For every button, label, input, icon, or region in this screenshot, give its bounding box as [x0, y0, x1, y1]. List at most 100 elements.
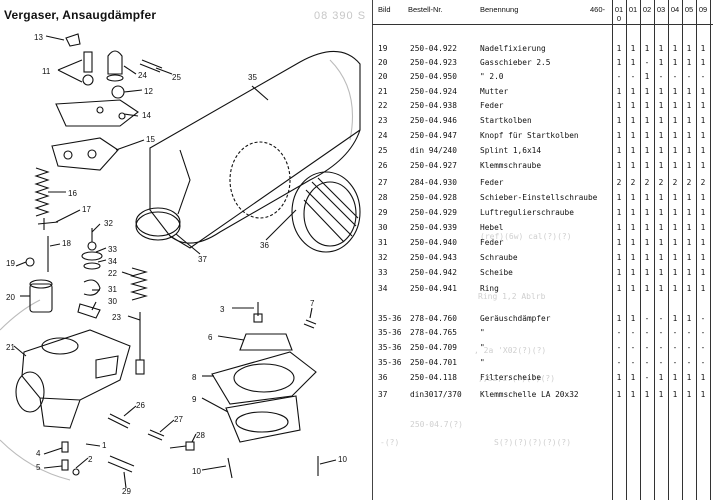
- cell-qty-2: 1: [644, 208, 650, 217]
- cell-qty-3: 1: [658, 101, 664, 110]
- cell-qty-3: 1: [658, 223, 664, 232]
- cell-bild: 28: [378, 193, 388, 202]
- cell-bild: 35-36: [378, 343, 402, 352]
- cell-benennung: Nadelfixierung: [480, 44, 546, 53]
- ghost-text-6: S(?)(?)(?)(?)(?): [494, 438, 572, 447]
- callout-31: 31: [108, 285, 117, 294]
- cell-bestell-nr: 250-04.923: [410, 58, 457, 67]
- cell-qty-5: 1: [686, 390, 692, 399]
- cell-qty-4: 1: [672, 58, 678, 67]
- callout-29: 29: [122, 487, 131, 496]
- cell-qty-2: 1: [644, 284, 650, 293]
- cell-bild: 31: [378, 238, 388, 247]
- cell-qty-4: 1: [672, 208, 678, 217]
- cell-bestell-nr: 250-04.946: [410, 116, 457, 125]
- cell-qty-6: -: [700, 358, 706, 367]
- cell-qty-1: 1: [630, 116, 636, 125]
- ghost-text-1: Ring 1,2 Ablrb: [478, 292, 546, 301]
- cell-qty-0: 1: [616, 253, 622, 262]
- cell-bestell-nr: 250-04.940: [410, 238, 457, 247]
- cell-bestell-nr: 250-04.943: [410, 253, 457, 262]
- cell-qty-0: 1: [616, 284, 622, 293]
- callout-32: 32: [104, 219, 113, 228]
- cell-bestell-nr: din3017/370: [410, 390, 462, 399]
- cell-qty-5: 1: [686, 131, 692, 140]
- header-type-6: 05: [684, 5, 694, 14]
- cell-qty-3: -: [658, 72, 664, 81]
- ghost-code: 08 390 S: [314, 10, 367, 22]
- cell-qty-1: 1: [630, 268, 636, 277]
- cell-qty-3: 1: [658, 116, 664, 125]
- cell-qty-5: 1: [686, 101, 692, 110]
- callout-18: 18: [62, 239, 71, 248]
- cell-qty-1: 1: [630, 131, 636, 140]
- callout-6: 6: [208, 333, 213, 342]
- cell-qty-4: 1: [672, 268, 678, 277]
- cell-bild: 30: [378, 223, 388, 232]
- cell-bestell-nr: 278-04.760: [410, 314, 457, 323]
- cell-benennung: Klemmschraube: [480, 161, 542, 170]
- cell-qty-1: -: [630, 343, 636, 352]
- cell-qty-2: 2: [644, 178, 650, 187]
- cell-benennung: ": [480, 358, 485, 367]
- cell-benennung: Schraube: [480, 253, 518, 262]
- cell-qty-4: 1: [672, 131, 678, 140]
- cell-benennung: Mutter: [480, 87, 509, 96]
- cell-qty-0: 1: [616, 314, 622, 323]
- cell-qty-1: 1: [630, 208, 636, 217]
- col-sep-4: [668, 0, 669, 500]
- cell-bild: 29: [378, 208, 388, 217]
- cell-bild: 25: [378, 146, 388, 155]
- cell-bestell-nr: 250-04.942: [410, 268, 457, 277]
- callout-10b: 10: [338, 455, 347, 464]
- cell-bestell-nr: 250-04.118: [410, 373, 457, 382]
- header-type-7: 09: [698, 5, 708, 14]
- cell-qty-3: 1: [658, 58, 664, 67]
- table-left-border: [372, 0, 373, 500]
- cell-benennung: Ring: [480, 284, 499, 293]
- cell-bestell-nr: 278-04.765: [410, 328, 457, 337]
- cell-qty-1: 1: [630, 87, 636, 96]
- cell-qty-0: -: [616, 343, 622, 352]
- cell-qty-5: 1: [686, 161, 692, 170]
- cell-qty-2: 1: [644, 101, 650, 110]
- callout-labels: 13 11 24 25 12 14 15 16 17 18 19 32 33 3…: [6, 33, 347, 496]
- cell-qty-2: 1: [644, 268, 650, 277]
- cell-qty-2: 1: [644, 161, 650, 170]
- cell-bestell-nr: 250-04.709: [410, 343, 457, 352]
- callout-17: 17: [82, 205, 91, 214]
- cell-qty-5: -: [686, 358, 692, 367]
- cell-qty-0: 1: [616, 116, 622, 125]
- cell-qty-4: 1: [672, 193, 678, 202]
- cell-bild: 35-36: [378, 328, 402, 337]
- cell-qty-1: 1: [630, 58, 636, 67]
- cell-qty-3: 1: [658, 373, 664, 382]
- cell-qty-4: 1: [672, 284, 678, 293]
- callout-8: 8: [192, 373, 197, 382]
- cell-qty-2: 1: [644, 146, 650, 155]
- callout-37: 37: [198, 255, 207, 264]
- col-sep-2: [640, 0, 641, 500]
- cell-qty-1: 1: [630, 238, 636, 247]
- cell-qty-1: 1: [630, 253, 636, 262]
- cell-qty-2: -: [644, 58, 650, 67]
- cell-qty-3: 1: [658, 284, 664, 293]
- cell-benennung: Luftregulierschraube: [480, 208, 574, 217]
- cell-qty-6: 1: [700, 161, 706, 170]
- cell-qty-5: 1: [686, 223, 692, 232]
- cell-qty-1: 1: [630, 284, 636, 293]
- cell-bild: 20: [378, 58, 388, 67]
- cell-qty-0: 1: [616, 208, 622, 217]
- cell-qty-4: -: [672, 72, 678, 81]
- cell-qty-5: -: [686, 328, 692, 337]
